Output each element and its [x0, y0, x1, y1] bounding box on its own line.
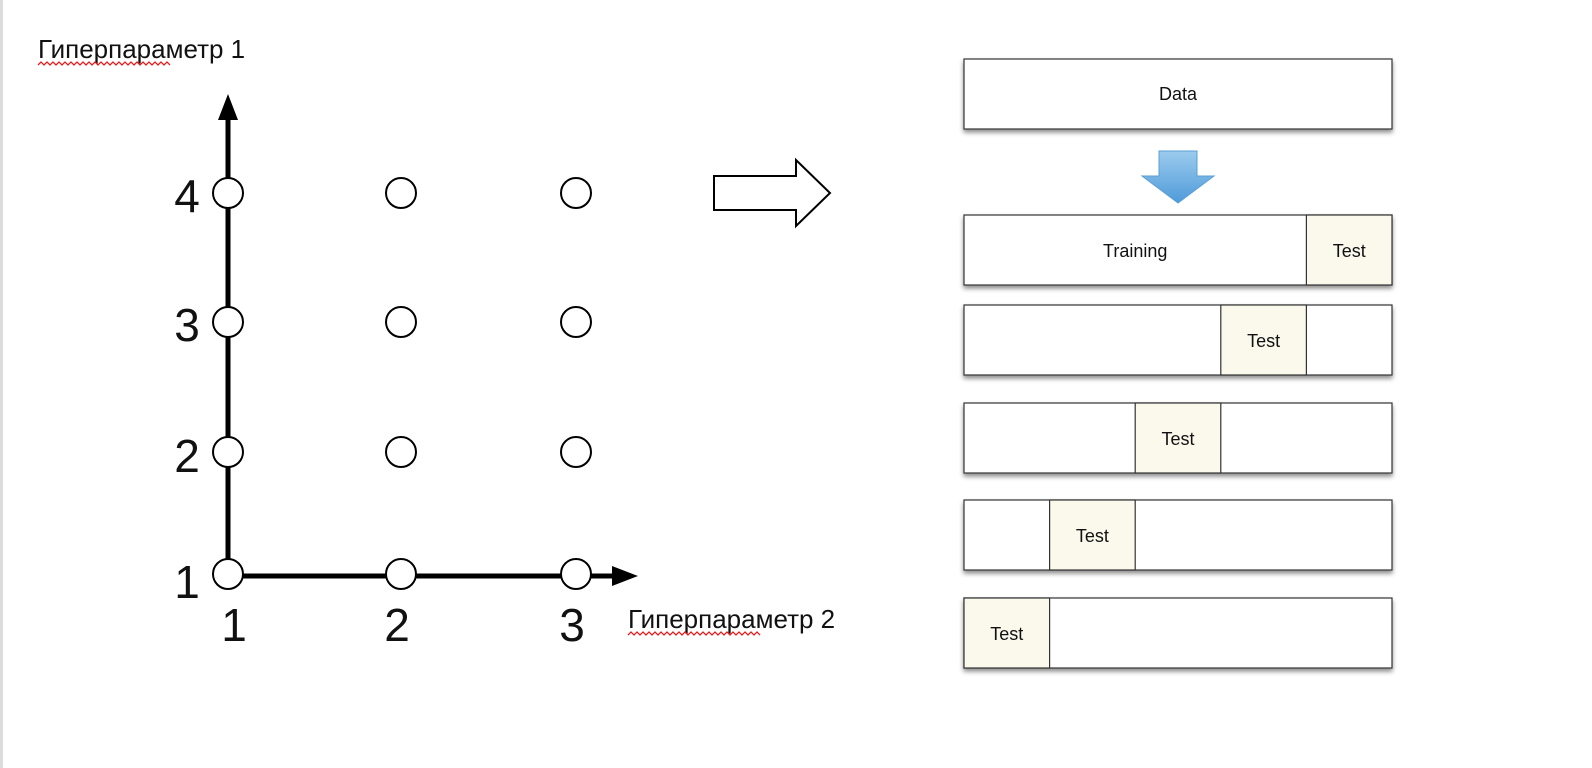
data-label: Data: [1159, 84, 1198, 104]
training-label: Training: [1103, 241, 1167, 261]
cv-fold-row: Test: [963, 304, 1393, 376]
fold-bar: [963, 304, 1393, 376]
grid-point: [560, 306, 592, 338]
grid-point: [385, 306, 417, 338]
data-box: [963, 58, 1393, 130]
test-label: Test: [1161, 429, 1194, 449]
cv-fold-row: Test: [963, 402, 1393, 474]
x-axis-arrowhead: [612, 566, 638, 586]
x-tick-label: 3: [559, 599, 585, 651]
test-segment: [1305, 214, 1393, 286]
grid-point: [212, 558, 244, 590]
cv-fold-row: Test: [963, 597, 1393, 669]
test-label: Test: [1333, 241, 1366, 261]
test-segment: [1134, 402, 1222, 474]
grid-point: [560, 558, 592, 590]
y-tick-label: 3: [174, 299, 200, 351]
y-tick-label: 1: [174, 556, 200, 608]
grid-point: [212, 177, 244, 209]
down-arrow-icon: [1140, 150, 1216, 204]
grid-point: [385, 558, 417, 590]
fold-bar: [963, 499, 1393, 571]
grid-point: [385, 436, 417, 468]
test-segment: [1220, 304, 1308, 376]
x-axis-title: Гиперпараметр 2: [628, 604, 835, 634]
y-tick-label: 2: [174, 430, 200, 482]
grid-point: [560, 436, 592, 468]
grid-point: [385, 177, 417, 209]
grid-point: [560, 177, 592, 209]
cv-fold-row: Test Training: [963, 214, 1393, 286]
grid-point: [212, 436, 244, 468]
test-segment: [1048, 499, 1136, 571]
test-label: Test: [990, 624, 1023, 644]
y-axis-arrowhead: [218, 94, 238, 120]
test-label: Test: [1247, 331, 1280, 351]
x-axis-title-spellcheck: [627, 631, 761, 636]
y-tick-label: 4: [174, 170, 200, 222]
right-arrow-icon: [713, 157, 832, 229]
cv-fold-row: Test: [963, 499, 1393, 571]
grid-points: [212, 177, 592, 590]
left-border: [0, 0, 3, 768]
x-tick-label: 2: [384, 599, 410, 651]
x-tick-label: 1: [221, 599, 247, 651]
test-segment: [963, 597, 1051, 669]
y-axis-title: Гиперпараметр 1: [38, 34, 245, 64]
y-axis-title-spellcheck: [37, 61, 171, 66]
grid-search-diagram: Гиперпараметр 1 1 2 3 4 1 2 3 Гиперпарам…: [37, 34, 835, 651]
test-label: Test: [1076, 526, 1109, 546]
grid-point: [212, 306, 244, 338]
